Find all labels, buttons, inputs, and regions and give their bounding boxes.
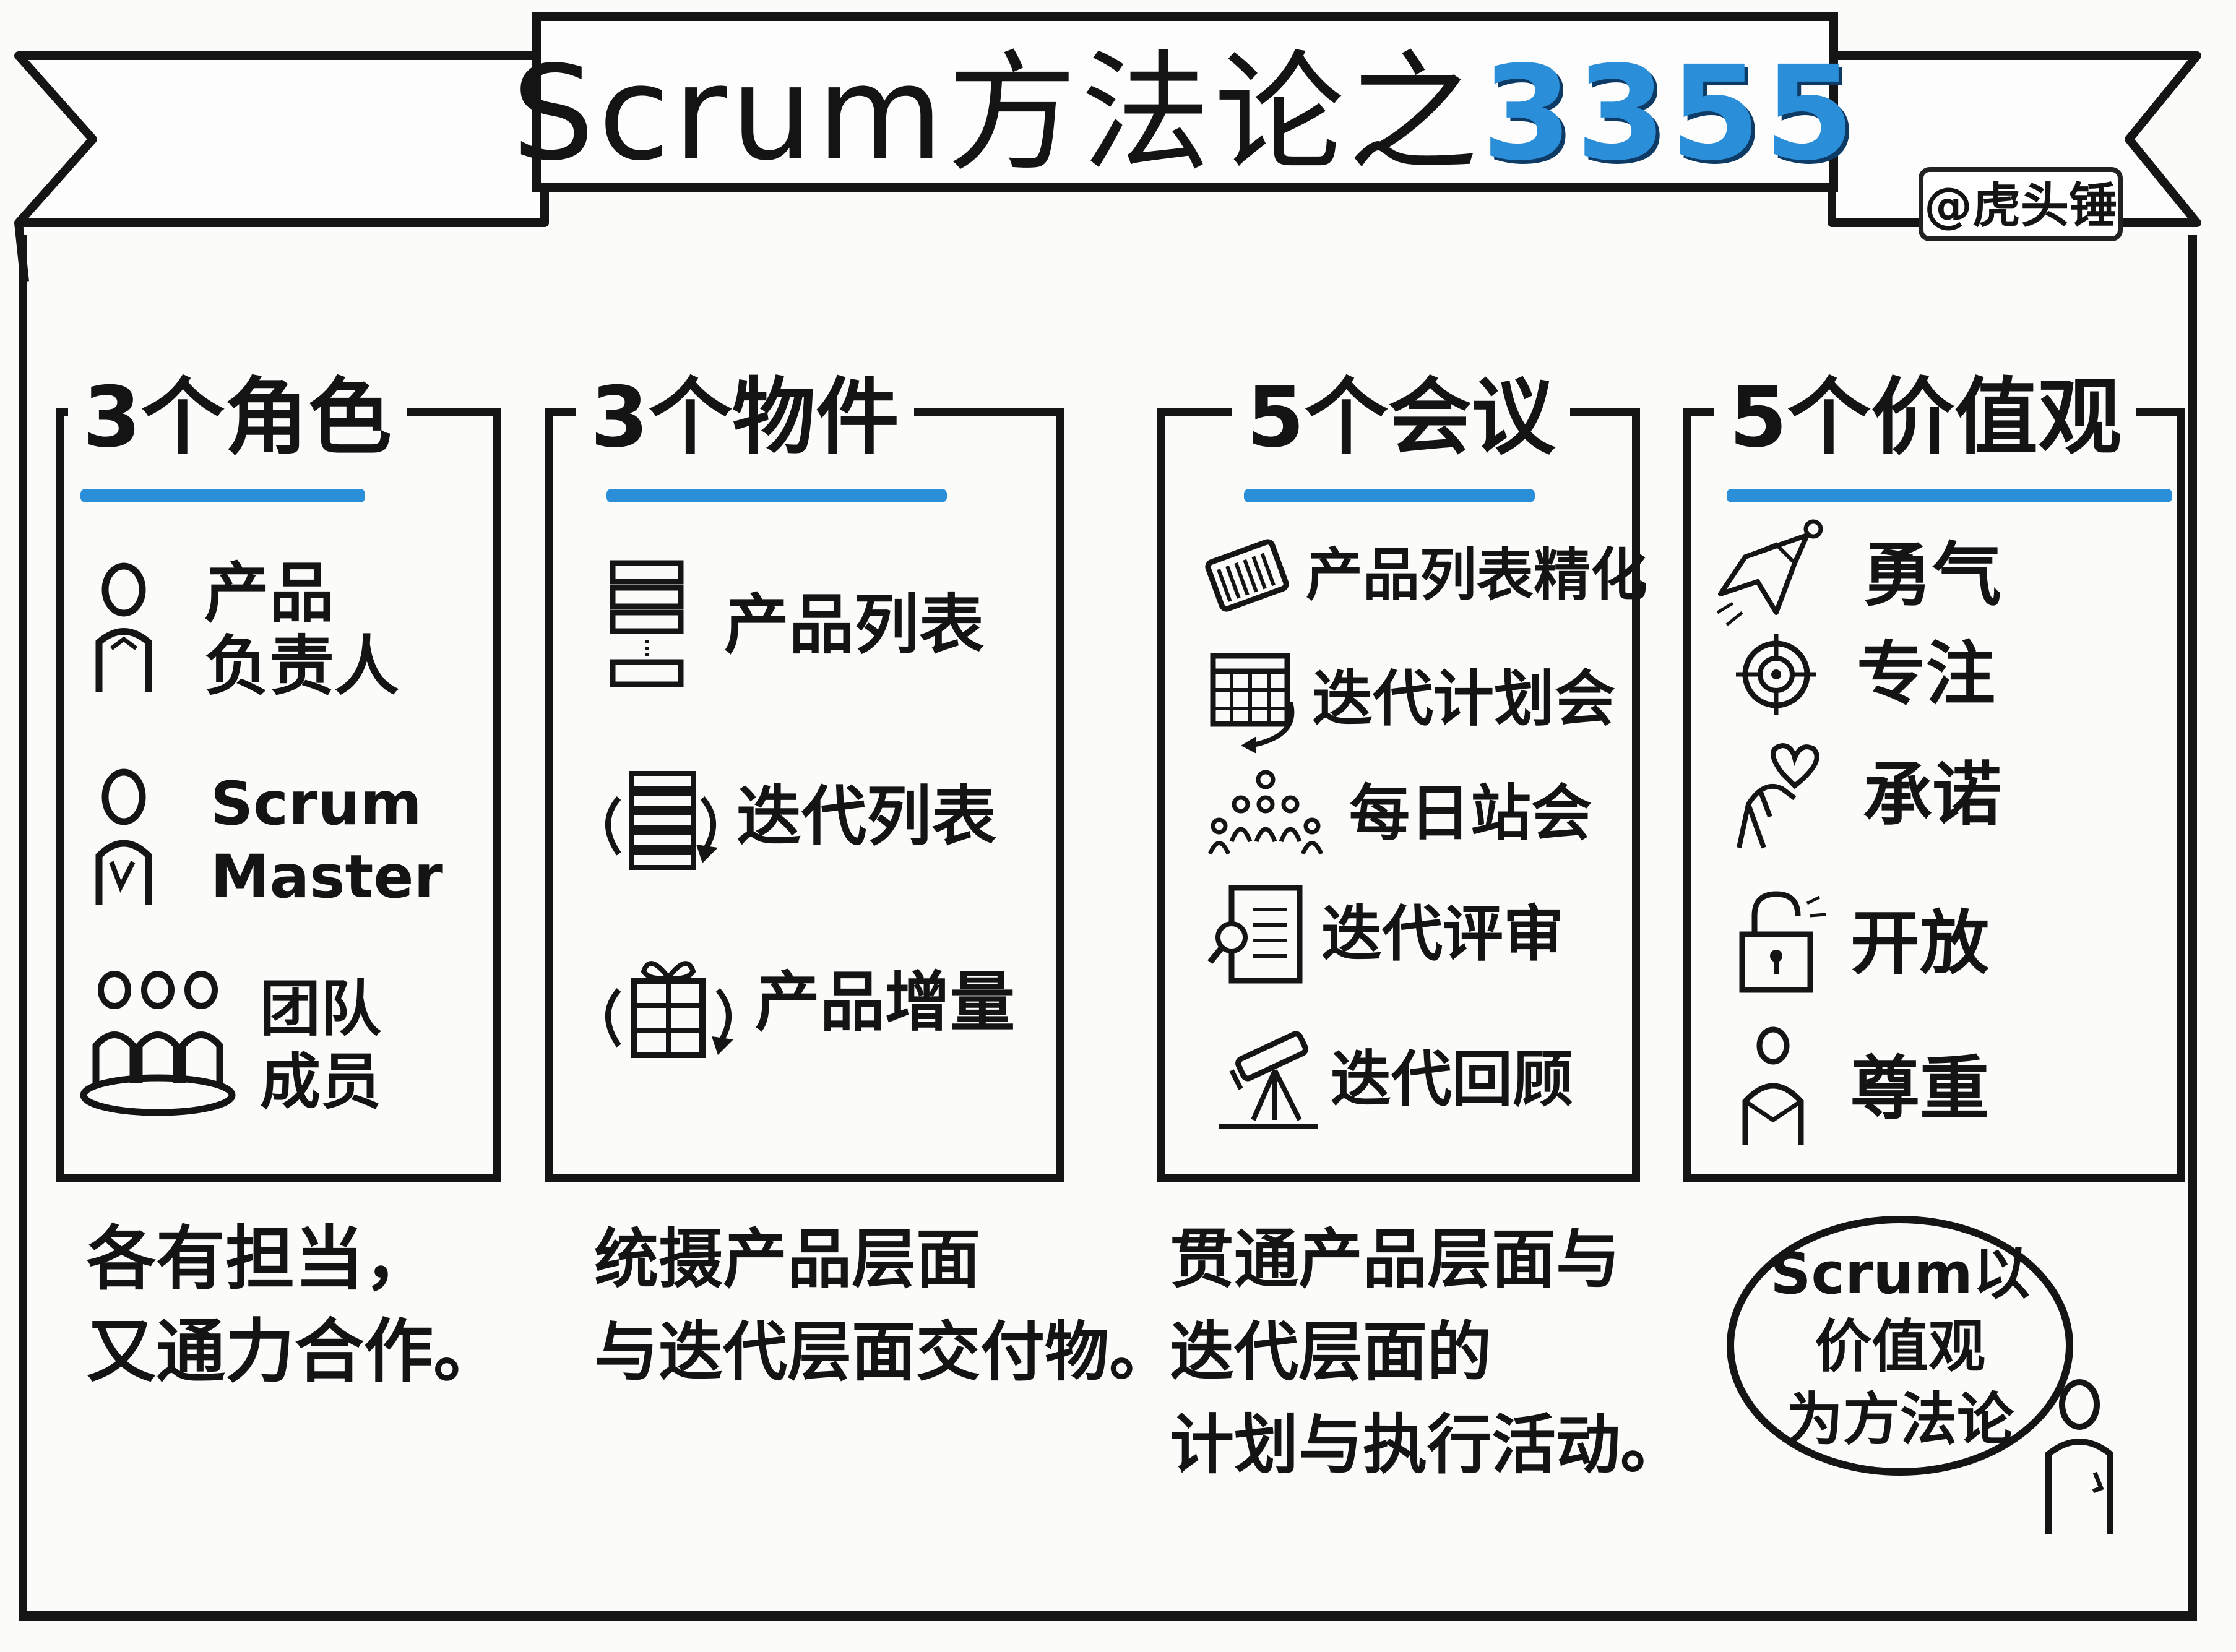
open-padlock-icon xyxy=(1739,891,1826,993)
value-label: 承诺 xyxy=(1863,755,2001,835)
artifact-label: 产品列表 xyxy=(724,587,985,663)
roles-summary: 各有担当， 又通力合作。 xyxy=(87,1219,503,1392)
role-label: 产品 负责人 xyxy=(204,556,400,704)
artifact-label: 产品增量 xyxy=(755,965,1016,1040)
person-icon xyxy=(95,562,152,692)
team-members-icon xyxy=(80,971,236,1116)
respect-person-icon xyxy=(1742,1026,1804,1145)
events-summary: 贯通产品层面与 迭代层面的 计划与执行活动。 xyxy=(1170,1221,1685,1482)
event-item-sprint-review: 迭代评审 xyxy=(1207,879,1564,990)
artifact-item-product-increment: 产品增量 xyxy=(594,934,1015,1070)
event-label: 产品列表精化 xyxy=(1306,542,1648,608)
event-item-daily-standup: 每日站会 xyxy=(1204,767,1592,860)
role-item-team-members: 团队 成员 xyxy=(80,971,381,1120)
value-label: 开放 xyxy=(1850,903,1989,984)
comb-refinement-icon xyxy=(1205,539,1289,612)
author-stamp: @虎头锤 xyxy=(1919,167,2123,241)
column-title-values: 5个价值观 xyxy=(1714,371,2136,464)
value-item-commitment: 承诺 xyxy=(1727,736,2001,854)
column-title-underline xyxy=(606,489,947,502)
column-title-roles: 3个角色 xyxy=(68,371,407,464)
standup-people-icon xyxy=(1207,770,1324,855)
product-backlog-stack-icon xyxy=(610,560,684,687)
target-crosshair-icon xyxy=(1736,634,1816,715)
event-label: 迭代计划会 xyxy=(1312,664,1616,734)
hand-heart-icon xyxy=(1737,742,1819,849)
outer-frame xyxy=(19,235,2197,1621)
role-item-scrum-master: Scrum Master xyxy=(87,767,443,913)
event-label: 每日站会 xyxy=(1349,778,1592,849)
role-label: Scrum Master xyxy=(210,769,443,911)
value-item-courage: 勇气 xyxy=(1708,519,2001,631)
value-label: 尊重 xyxy=(1850,1049,1989,1129)
title-number: 3355 xyxy=(1482,38,1858,189)
column-title-underline xyxy=(80,489,365,502)
calendar-planning-icon xyxy=(1210,653,1295,754)
document-review-icon xyxy=(1207,885,1303,984)
value-item-openness: 开放 xyxy=(1733,891,1989,996)
presenter-person-icon xyxy=(2045,1379,2113,1534)
telescope-retrospective-icon xyxy=(1219,1031,1318,1129)
conclusion-text: Scrum以 价值观 为方法论 xyxy=(1770,1241,2030,1453)
value-label: 专注 xyxy=(1857,634,1995,715)
event-label: 迭代评审 xyxy=(1321,899,1565,970)
column-title-underline xyxy=(1727,489,2172,502)
artifact-item-product-backlog: 产品列表 xyxy=(606,557,984,693)
superhero-cape-icon xyxy=(1716,519,1823,626)
column-title-events: 5个会议 xyxy=(1232,371,1570,464)
scrum-master-person-icon xyxy=(95,768,152,905)
artifacts-summary: 统摄产品层面 与迭代层面交付物。 xyxy=(594,1221,1174,1390)
sprint-backlog-cycle-icon xyxy=(605,771,718,870)
artifact-item-sprint-backlog: 迭代列表 xyxy=(594,755,996,879)
event-label: 迭代回顾 xyxy=(1331,1044,1574,1115)
event-item-sprint-planning: 迭代计划会 xyxy=(1207,643,1615,755)
title-banner: Scrum方法论之3355 xyxy=(512,12,1855,192)
value-item-focus: 专注 xyxy=(1733,631,1995,718)
event-item-sprint-retrospective: 迭代回顾 xyxy=(1213,1027,1573,1132)
column-title-underline xyxy=(1244,489,1535,502)
artifact-label: 迭代列表 xyxy=(736,779,997,854)
value-label: 勇气 xyxy=(1863,535,2001,616)
banner-left-ribbon xyxy=(14,51,549,282)
page-title: Scrum方法论之3355 xyxy=(512,38,1858,189)
event-item-backlog-refinement: 产品列表精化 xyxy=(1201,532,1647,619)
value-item-respect: 尊重 xyxy=(1733,1026,1989,1151)
role-item-product-owner: 产品 负责人 xyxy=(87,557,399,703)
role-label: 团队 成员 xyxy=(260,974,382,1117)
gift-box-increment-icon xyxy=(605,961,733,1058)
column-title-artifacts: 3个物件 xyxy=(576,371,914,464)
